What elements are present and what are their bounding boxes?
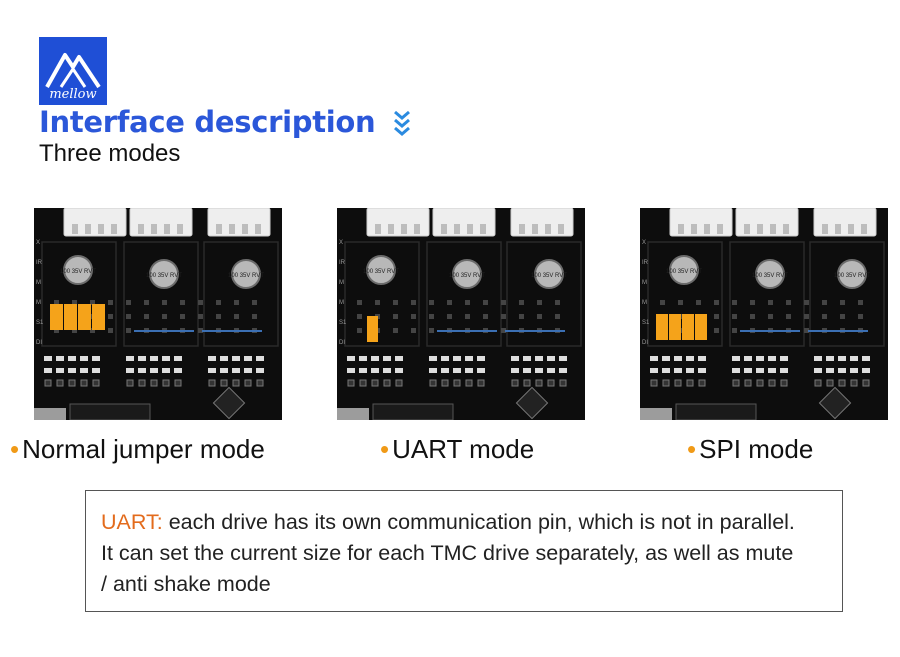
driver-socket: [41, 241, 117, 347]
driver-socket: [344, 241, 420, 347]
board-photo-normal: 100 35V RVT 100 35V RVT 100 35V RVT X IR M M S1…: [34, 208, 282, 420]
mode-label-spi: •SPI mode: [687, 434, 814, 464]
mcu-chip: [818, 386, 852, 420]
jumper-cap: [656, 314, 668, 340]
jumper-cap: [695, 314, 707, 340]
silkscreen-label: S1: [339, 320, 347, 326]
white-connector: [669, 208, 733, 237]
capacitor: [534, 259, 564, 289]
capacitor-label: 100 35V RVT: [228, 273, 264, 279]
capacitor-label: 100 35V RVT: [752, 273, 788, 279]
bottom-header: [69, 403, 151, 420]
driver-socket: [729, 241, 805, 347]
silkscreen-label: M: [36, 300, 41, 306]
brand-logo: mellow: [39, 37, 107, 105]
logo-text: mellow: [49, 87, 97, 102]
capacitor-label: 100 35V RVT: [531, 273, 567, 279]
jumper-cap: [78, 304, 91, 330]
capacitor: [669, 255, 699, 285]
capacitor: [63, 255, 93, 285]
capacitor-label: 100 35V RVT: [834, 273, 870, 279]
board-photo-spi: 100 35V RVT 100 35V RVT 100 35V RVT X IR M M S1…: [640, 208, 888, 420]
silkscreen-label: X: [642, 240, 646, 246]
white-connector: [510, 208, 574, 237]
capacitor-label: 100 35V RVT: [666, 269, 702, 275]
silkscreen-label: DI: [642, 340, 648, 346]
note-term: UART:: [101, 510, 163, 534]
jumper-cap: [669, 314, 681, 340]
mode-label-uart: •UART mode: [380, 434, 535, 464]
chevron-down-icon: [394, 110, 410, 136]
capacitor-label: 100 35V RVT: [363, 269, 399, 275]
capacitor: [755, 259, 785, 289]
bullet-icon: •: [687, 434, 697, 464]
silkscreen-label: S1: [36, 320, 44, 326]
mode-label-normal: •Normal jumper mode: [10, 434, 265, 464]
note-box: [85, 490, 843, 612]
capacitor: [231, 259, 261, 289]
silkscreen-label: X: [339, 240, 343, 246]
silkscreen-label: S1: [642, 320, 650, 326]
silkscreen-label: M: [642, 300, 647, 306]
capacitor-label: 100 35V RVT: [146, 273, 182, 279]
jumper-cap: [64, 304, 77, 330]
bottom-header: [675, 403, 757, 420]
silkscreen-label: M: [642, 280, 647, 286]
mountain-logo-icon: [45, 53, 101, 89]
bullet-icon: •: [380, 434, 390, 464]
capacitor: [149, 259, 179, 289]
driver-socket: [123, 241, 199, 347]
bullet-icon: •: [10, 434, 20, 464]
white-connector: [129, 208, 193, 237]
silkscreen-label: M: [339, 280, 344, 286]
jumper-cap: [367, 316, 378, 342]
uart-note: UART: each drive has its own communicati…: [101, 507, 801, 600]
white-connector: [366, 208, 430, 237]
silkscreen-label: M: [339, 300, 344, 306]
board-photo-uart: 100 35V RVT 100 35V RVT 100 35V RVT X IR M M S1…: [337, 208, 585, 420]
capacitor: [366, 255, 396, 285]
silkscreen-label: X: [36, 240, 40, 246]
silkscreen-label: IR: [339, 260, 346, 266]
bottom-connector: [640, 408, 672, 420]
silkscreen-label: DI: [339, 340, 345, 346]
driver-socket: [426, 241, 502, 347]
white-connector: [207, 208, 271, 237]
mcu-chip: [212, 386, 246, 420]
driver-socket: [203, 241, 279, 347]
silkscreen-label: M: [36, 280, 41, 286]
white-connector: [735, 208, 799, 237]
bottom-header: [372, 403, 454, 420]
jumper-cap: [50, 304, 63, 330]
driver-socket: [647, 241, 723, 347]
capacitor-label: 100 35V RVT: [60, 269, 96, 275]
page-subtitle: Three modes: [39, 140, 181, 167]
driver-socket: [809, 241, 885, 347]
jumper-cap: [92, 304, 105, 330]
white-connector: [432, 208, 496, 237]
driver-socket: [506, 241, 582, 347]
bottom-connector: [34, 408, 66, 420]
white-connector: [63, 208, 127, 237]
capacitor: [837, 259, 867, 289]
capacitor: [452, 259, 482, 289]
silkscreen-label: IR: [642, 260, 649, 266]
page-title: Interface description: [39, 105, 376, 139]
jumper-cap: [682, 314, 694, 340]
silkscreen-label: IR: [36, 260, 43, 266]
note-text: each drive has its own communication pin…: [101, 510, 795, 596]
white-connector: [813, 208, 877, 237]
silkscreen-label: DI: [36, 340, 42, 346]
bottom-connector: [337, 408, 369, 420]
capacitor-label: 100 35V RVT: [449, 273, 485, 279]
mcu-chip: [515, 386, 549, 420]
